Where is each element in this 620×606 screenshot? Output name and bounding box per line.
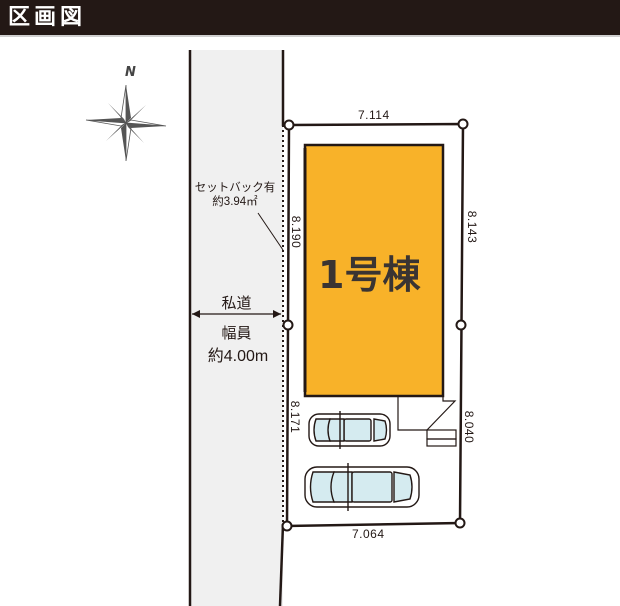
dim-right-lower: 8.040 [462, 410, 476, 444]
dim-top: 7.114 [358, 108, 390, 122]
road-width-label: 幅員 [221, 325, 252, 342]
dim-left-upper: 8.190 [289, 215, 303, 249]
setback-line1: セットバック有 [194, 182, 276, 194]
setback-leader-line [257, 212, 284, 251]
road-width-value: 約4.00m [207, 348, 269, 365]
entrance-steps [397, 396, 457, 447]
compact-car-icon [308, 411, 391, 449]
header-divider [0, 35, 620, 37]
sedan-car-icon [304, 463, 420, 511]
north-label: N [125, 65, 136, 80]
compass-rose-icon [85, 84, 167, 162]
dim-bottom: 7.064 [352, 527, 385, 541]
header-bar: 区画図 [0, 0, 620, 35]
dim-right-upper: 8.143 [465, 210, 479, 244]
building-label: 1号棟 [318, 253, 421, 297]
setback-area: 約3.94㎡ [212, 196, 258, 208]
page-title: 区画図 [8, 4, 87, 30]
boundary-markers [281, 118, 469, 532]
road-type-label: 私道 [221, 295, 252, 312]
setback-note: セットバック有 約3.94㎡ [185, 181, 285, 209]
road-width-arrow [192, 310, 281, 318]
dim-left-lower: 8.171 [288, 400, 302, 434]
